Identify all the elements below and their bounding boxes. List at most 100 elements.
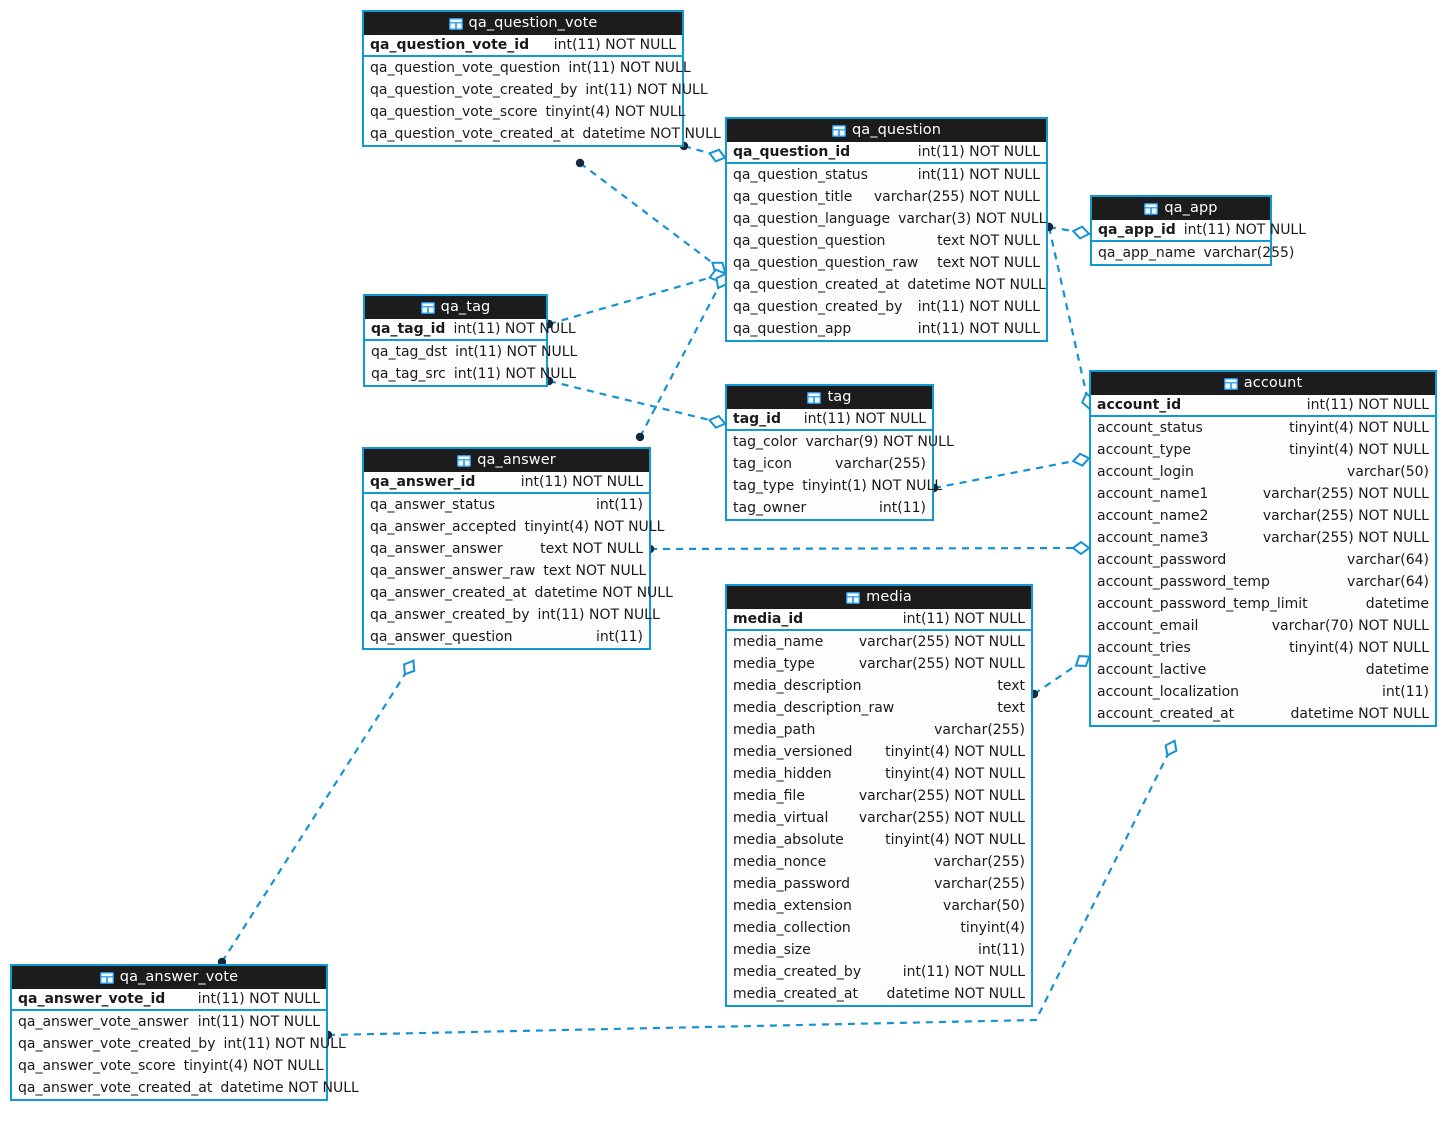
column-type: int(11) NOT NULL: [455, 344, 578, 360]
column-type: varchar(64): [1347, 574, 1429, 590]
column-name: qa_question_vote_id: [370, 37, 530, 53]
column-name: qa_question_app: [733, 321, 852, 337]
column-name: media_nonce: [733, 854, 827, 870]
column-type: varchar(255): [934, 854, 1025, 870]
table-icon: [457, 454, 472, 467]
column-row[interactable]: media_nonce varchar(255): [727, 851, 1031, 873]
column-name: media_description: [733, 678, 862, 694]
column-name: qa_question_question_raw: [733, 255, 919, 271]
column-name: qa_question_vote_created_at: [370, 126, 575, 142]
column-name: qa_answer_status: [370, 497, 496, 513]
column-name: qa_answer_created_by: [370, 607, 530, 623]
column-name: qa_question_vote_created_by: [370, 82, 578, 98]
column-type: tinyint(4) NOT NULL: [183, 1058, 324, 1074]
column-type: text NOT NULL: [543, 563, 647, 579]
column-type: tinyint(4) NOT NULL: [1289, 420, 1429, 436]
relationship-rel-qanswer-question: [635, 272, 729, 442]
column-name: qa_question_status: [733, 167, 868, 183]
